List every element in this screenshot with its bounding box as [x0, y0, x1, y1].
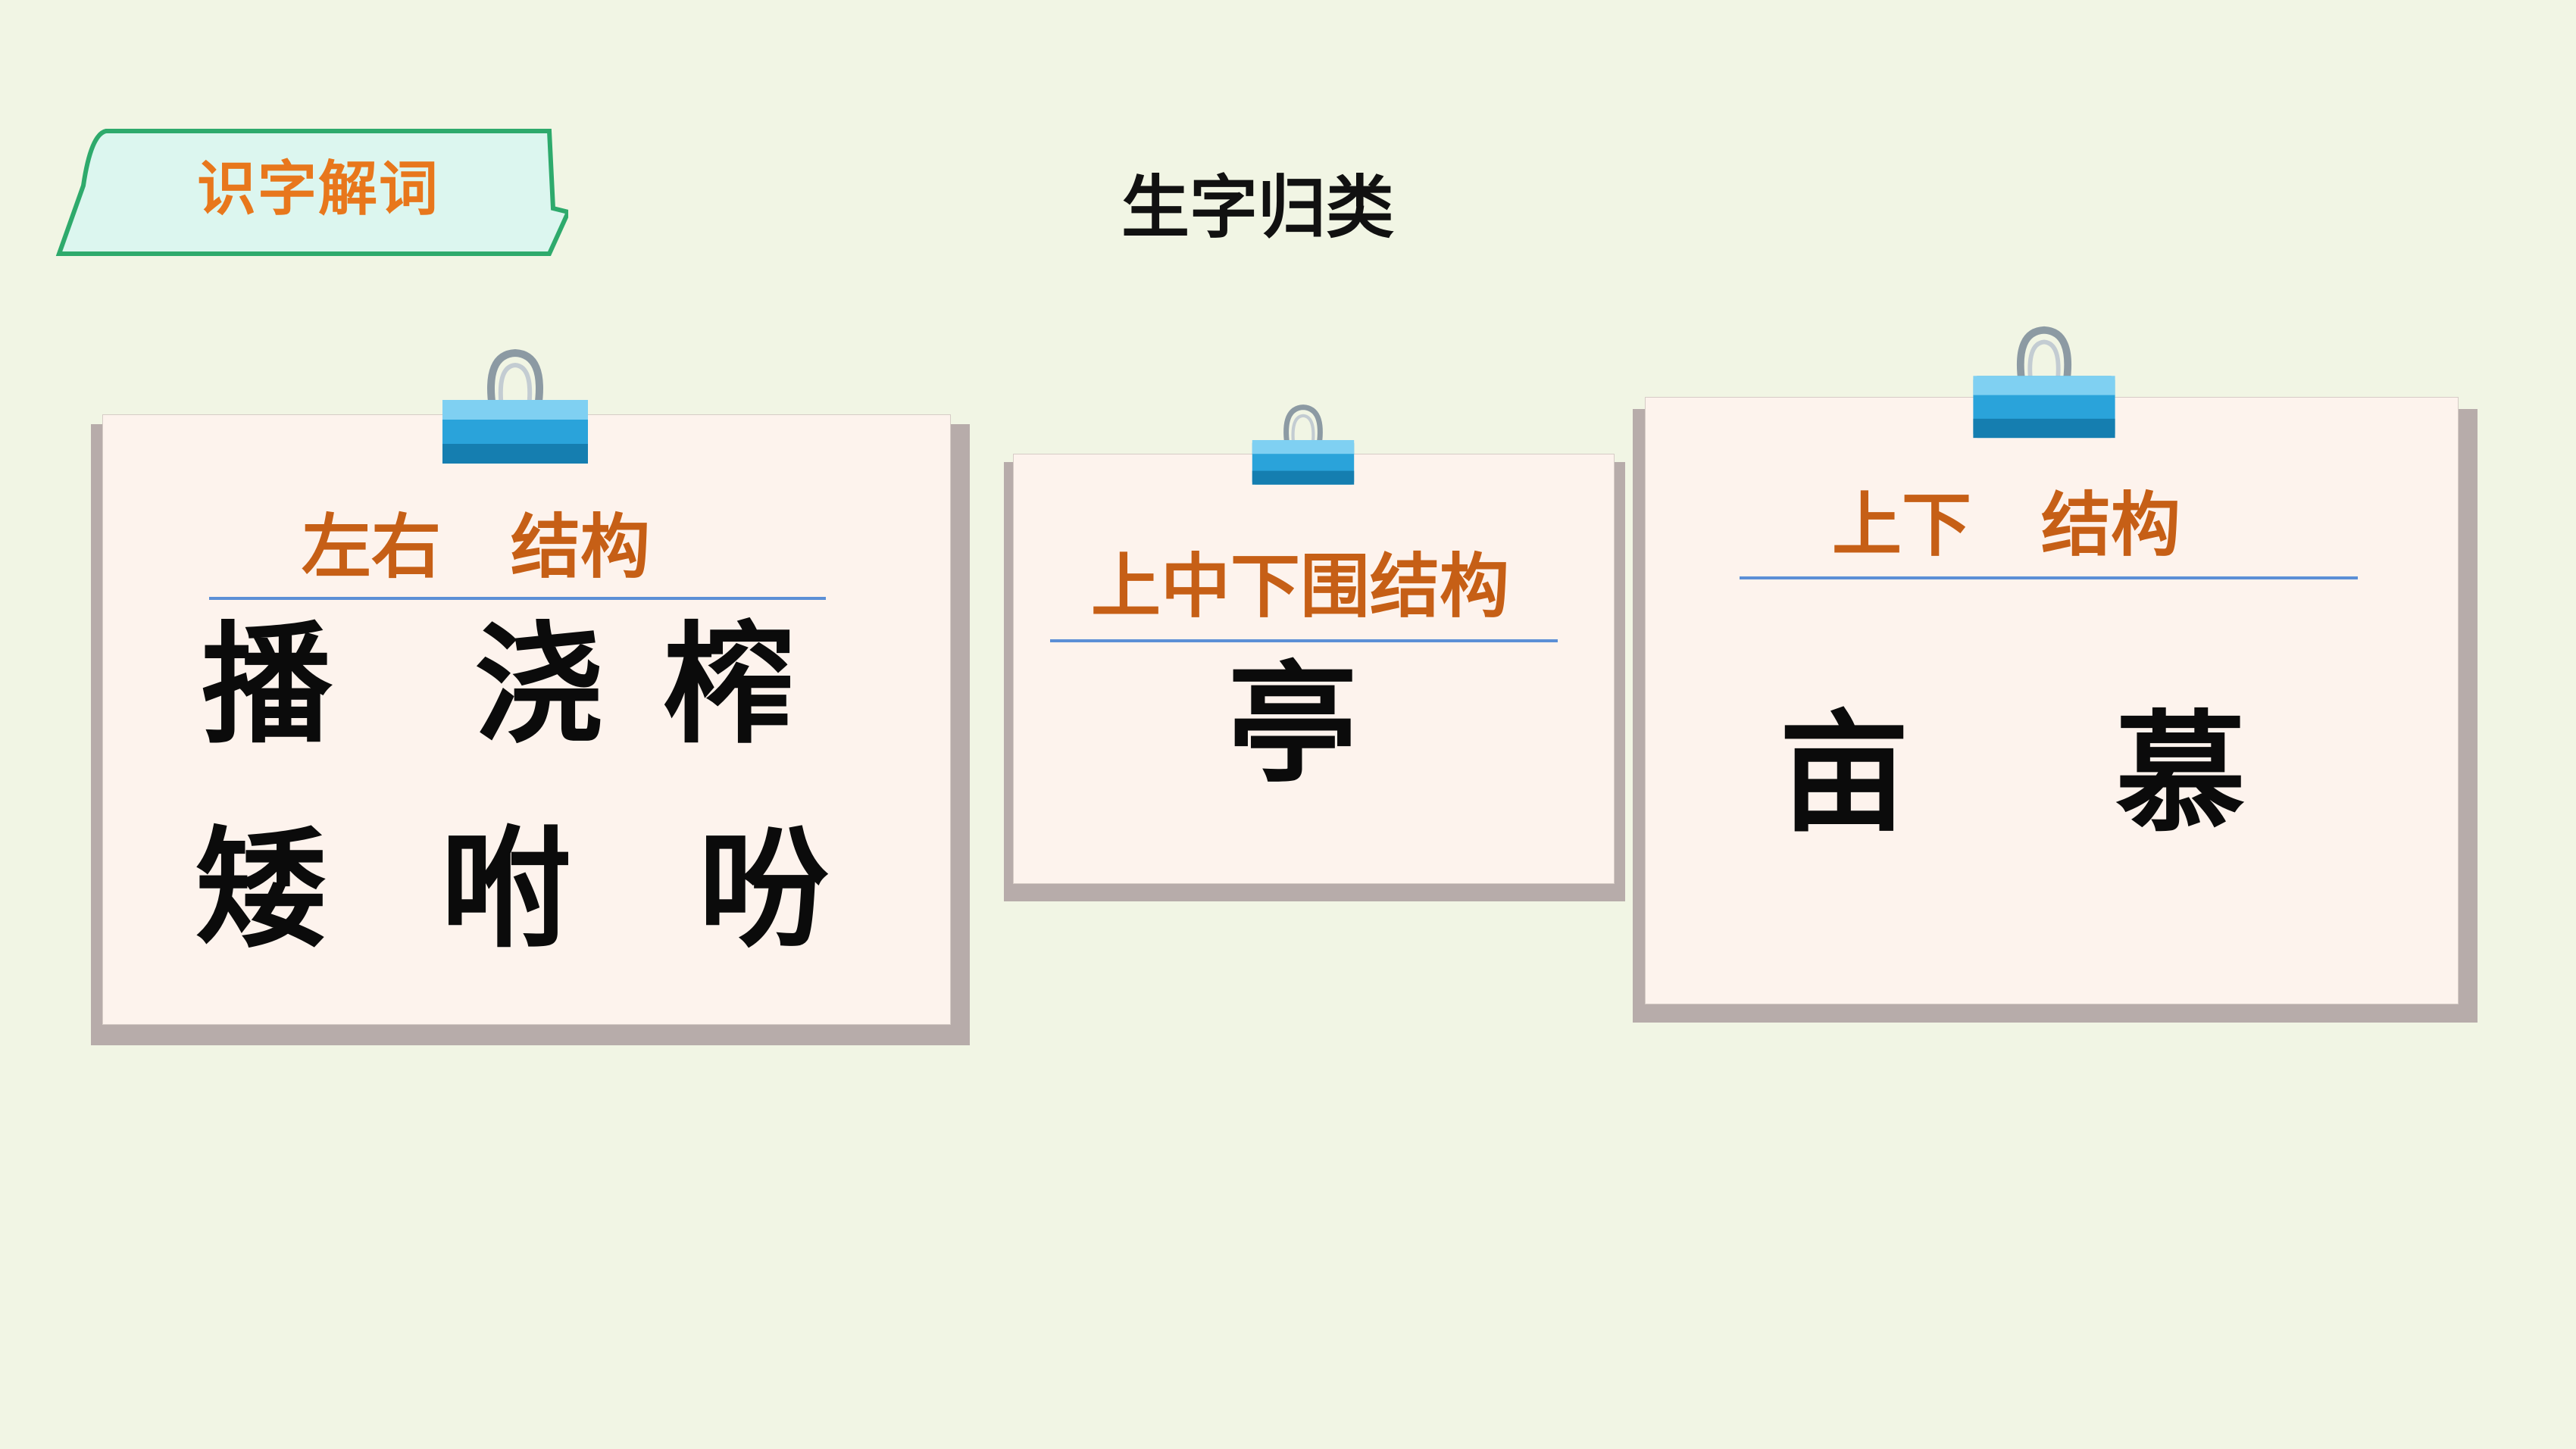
card-top-bottom: 上下 结构 亩 慕	[1646, 398, 2458, 1004]
page-title: 生字归类	[1121, 168, 1394, 248]
character: 咐	[441, 812, 571, 966]
character: 吩	[699, 812, 829, 966]
section-tab-shape	[55, 129, 568, 256]
binder-clip-icon	[1973, 326, 2115, 439]
section-tab-label: 识字解词	[197, 155, 440, 223]
section-tab: 识字解词	[53, 125, 568, 263]
character: 慕	[2115, 696, 2246, 850]
binder-clip-icon	[1252, 404, 1355, 485]
heading-underline	[209, 597, 826, 600]
card-left-right: 左右 结构 播 浇 榨 矮 咐 吩	[103, 415, 950, 1024]
card-heading: 上中下围结构	[1091, 545, 1510, 627]
character: 亩	[1779, 696, 1909, 850]
character: 亭	[1227, 647, 1358, 801]
heading-underline	[1050, 639, 1558, 642]
card-heading: 左右 结构	[302, 506, 651, 588]
character: 播	[202, 607, 332, 761]
card-heading: 上下 结构	[1832, 484, 2181, 566]
card-enclosed: 上中下围结构 亭	[1014, 454, 1614, 883]
heading-underline	[1740, 576, 2358, 579]
character: 矮	[195, 812, 326, 966]
character: 浇	[474, 607, 605, 761]
binder-clip-icon	[442, 348, 588, 464]
character: 榨	[664, 607, 794, 761]
